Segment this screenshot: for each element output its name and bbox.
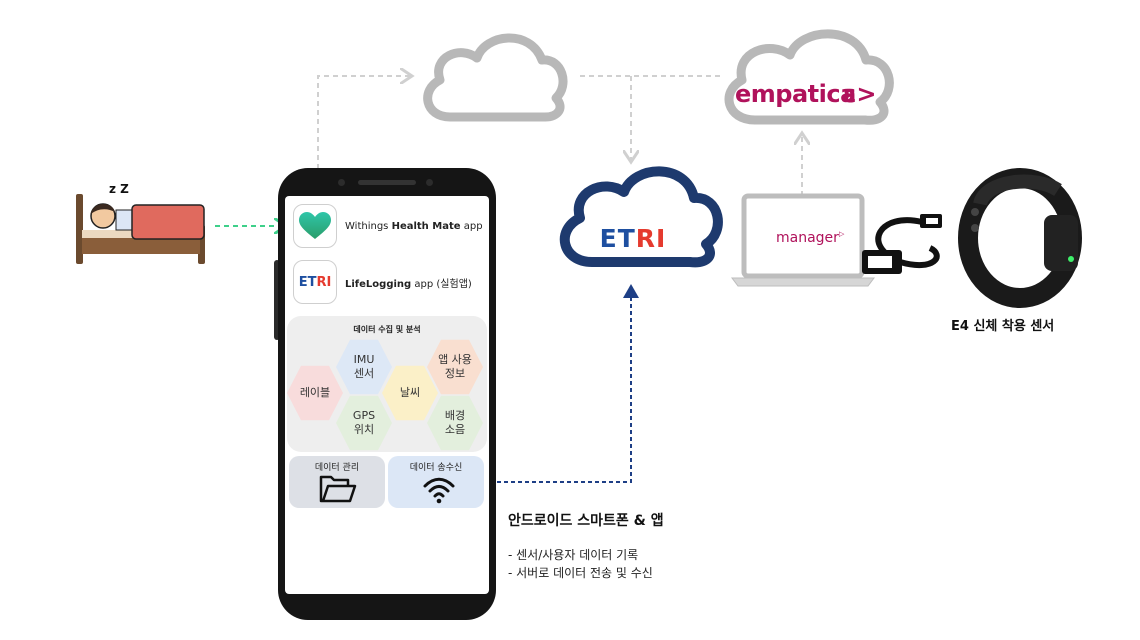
hex-app-usage-line2: 정보	[444, 367, 466, 380]
health-mate-name: Health Mate	[391, 220, 461, 232]
hex-label-text: 레이블	[299, 386, 331, 399]
withings-cloud	[423, 33, 568, 122]
e4-wristband-icon	[958, 168, 1082, 308]
hex-imu-line1: IMU	[353, 353, 375, 366]
withings-app-label: Withings Health Mate app	[345, 221, 483, 232]
hex-noise-line2: 소음	[444, 423, 466, 436]
etri-cloud-logo: ETRI	[570, 224, 696, 253]
hex-imu-line2: 센서	[353, 367, 375, 380]
empatica-logo-text: empatica	[735, 80, 856, 108]
lifelogging-app-label: LifeLogging app (실험앱)	[345, 275, 472, 290]
laptop-screen-text: manager▷	[776, 230, 844, 246]
laptop-icon	[731, 193, 875, 287]
etri-logo-et: ET	[599, 224, 636, 253]
folder-icon	[319, 475, 357, 503]
phone-camera	[426, 179, 433, 186]
phone-side-button	[274, 260, 280, 340]
etri-mini-et: ET	[298, 274, 317, 290]
hex-gps-line1: GPS	[352, 409, 376, 422]
lifelogging-name: LifeLogging	[345, 278, 412, 290]
data-analysis-title: 데이터 수집 및 분석	[353, 325, 421, 334]
data-management-label: 데이터 관리	[314, 463, 360, 473]
etri-app-icon[interactable]: ETRI	[293, 260, 337, 304]
smartphone-caption-line-2: - 서버로 데이터 전송 및 수신	[508, 566, 653, 580]
etri-mini-ri: RI	[316, 274, 332, 290]
smartphone-caption-line-1: - 센서/사용자 데이터 기록	[508, 548, 639, 562]
withings-app-row[interactable]: Withings Health Mate app	[293, 203, 489, 249]
hex-label[interactable]: 레이블	[287, 365, 343, 421]
phone-to-etri-connector	[455, 284, 639, 483]
lifelogging-app-suffix: app (실험앱)	[414, 278, 472, 290]
empatica-cloud	[724, 29, 894, 125]
empatica-logo-icon: ε>	[843, 80, 877, 108]
hex-gps-line2: 위치	[353, 423, 375, 436]
lifelogging-app-row[interactable]: ETRI LifeLogging app (실험앱)	[293, 259, 489, 305]
usb-cable-icon	[862, 214, 942, 274]
etri-logo-ri: RI	[635, 224, 667, 253]
hex-weather-text: 날씨	[399, 386, 421, 399]
smartphone-caption-title: 안드로이드 스마트폰 & 앱	[508, 513, 664, 529]
data-transfer-tile[interactable]: 데이터 송수신	[388, 456, 484, 508]
withings-name: Withings	[345, 220, 389, 232]
sleep-zz-icon: z Z	[109, 182, 129, 196]
wifi-icon	[423, 477, 455, 504]
hex-noise-line1: 배경	[444, 409, 466, 422]
hex-weather[interactable]: 날씨	[382, 365, 438, 421]
sleeping-person-icon: z Z	[76, 182, 205, 264]
phone-speaker	[358, 180, 416, 185]
manager-mark-icon: ▷	[838, 230, 845, 238]
phone-to-cloud-connector	[317, 76, 410, 205]
e4-caption: E4 신체 착용 센서	[951, 319, 1055, 334]
data-transfer-label: 데이터 송수신	[409, 463, 463, 473]
withings-heart-icon[interactable]	[293, 204, 337, 248]
phone-sensor	[338, 179, 345, 186]
data-management-tile[interactable]: 데이터 관리	[289, 456, 385, 508]
hex-app-usage-line1: 앱 사용	[438, 353, 472, 366]
etri-cloud	[559, 166, 723, 268]
withings-app-suffix: app	[463, 220, 483, 232]
manager-label: manager	[776, 230, 839, 246]
